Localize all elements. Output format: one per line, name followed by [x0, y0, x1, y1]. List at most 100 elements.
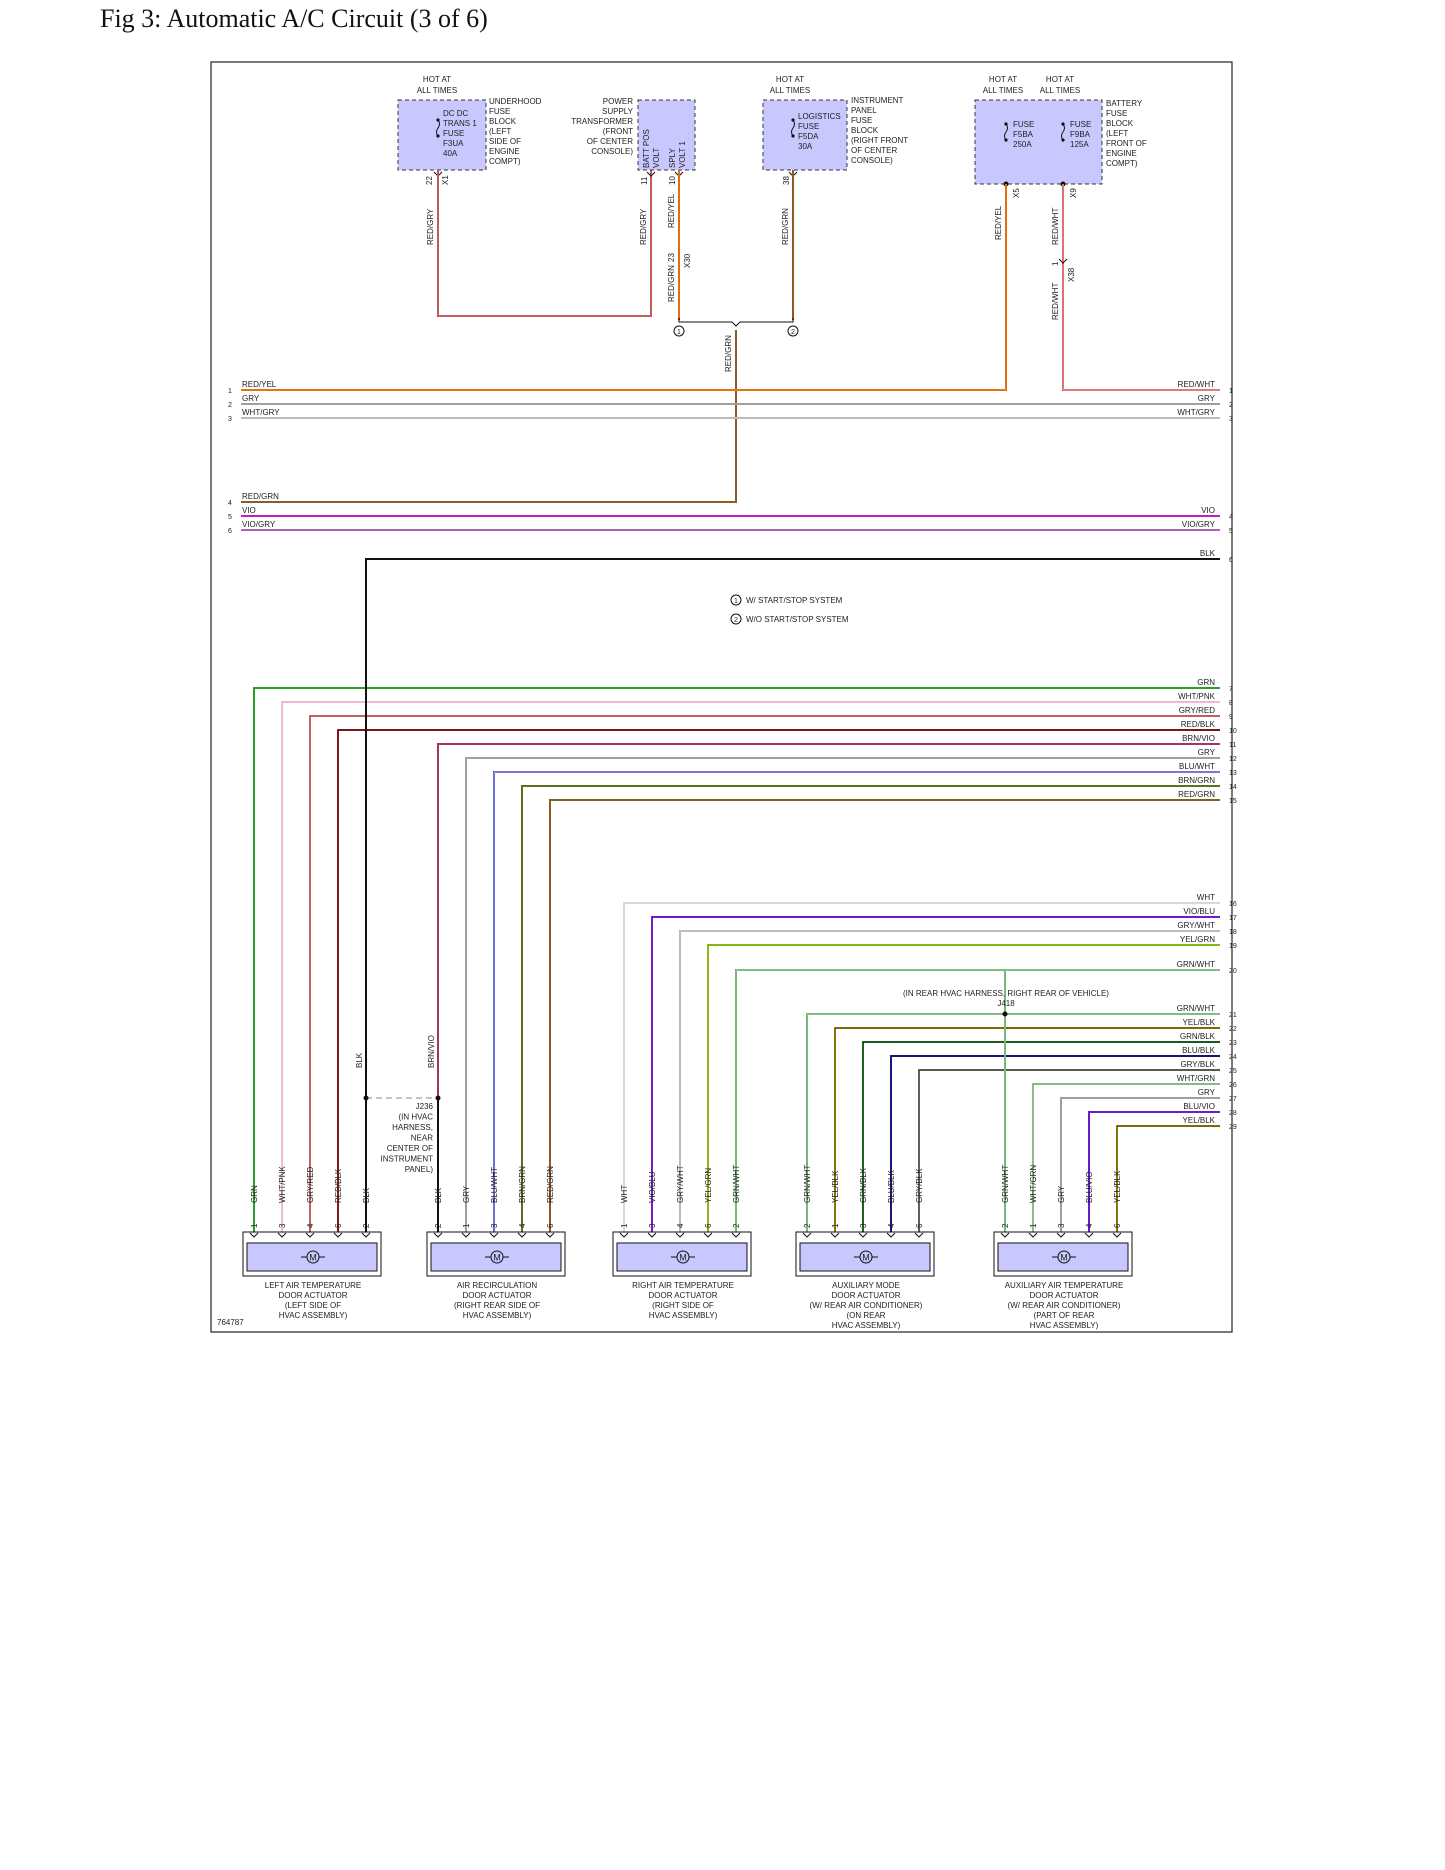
fuse-f3ua-label: F3UA [443, 139, 464, 148]
power-supply-transformer-label: (FRONT [603, 127, 633, 136]
right-row-wire-label: GRY/WHT [1177, 921, 1215, 930]
connector-id: X9 [1069, 188, 1078, 198]
wire-actuator-5-pin-4-stripe [1088, 1111, 1220, 1232]
actuator-connector-pin [731, 1232, 741, 1238]
hot-at-label: HOT AT [423, 75, 451, 84]
figure-id: 764787 [217, 1318, 244, 1327]
actuator-pin-wire-label: GRN/WHT [803, 1165, 812, 1203]
actuator-name-label: HVAC ASSEMBLY) [1030, 1321, 1099, 1330]
right-row-wire-label: GRY/BLK [1180, 1060, 1215, 1069]
actuator-connector-pin [361, 1232, 371, 1238]
right-row-number: 9 [1229, 714, 1233, 721]
wire-actuator-5-pin-6 [1116, 1125, 1220, 1232]
right-row-wire-label: WHT [1197, 893, 1215, 902]
actuator-connector-pin [461, 1232, 471, 1238]
actuator-pin-wire-label: YEL/BLK [1113, 1170, 1122, 1203]
diagram-frame [210, 61, 1233, 1333]
right-row-number: 19 [1229, 943, 1237, 950]
pin-number: 3 [648, 1223, 657, 1228]
hot-at-label: HOT AT [989, 75, 1017, 84]
instrument-panel-fuse-block-label: BLOCK [851, 126, 879, 135]
actuator-connector-pin [647, 1232, 657, 1238]
right-row-wire-label: GRN/BLK [1180, 1032, 1216, 1041]
right-row-number: 16 [1229, 901, 1237, 908]
wire-red-yel-battery-stripe [241, 184, 1007, 391]
actuator-pin-wire-label: BLU/WHT [490, 1167, 499, 1203]
actuator-connector-pin [675, 1232, 685, 1238]
all-times-label: ALL TIMES [1040, 86, 1080, 95]
pin-number: 6 [704, 1223, 713, 1228]
pin-number: 2 [732, 1223, 741, 1228]
power-supply-transformer-label: SUPPLY [602, 107, 634, 116]
right-row-number: 23 [1229, 1040, 1237, 1047]
wire-red-gry-underhood [437, 170, 652, 317]
underhood-fuse-block-label: BLOCK [489, 117, 517, 126]
left-row-wire-label: VIO/GRY [242, 520, 276, 529]
instrument-panel-fuse-block-label: INSTRUMENT [851, 96, 904, 105]
actuator-name-label: DOOR ACTUATOR [1029, 1291, 1098, 1300]
actuator-name-label: (W/ REAR AIR CONDITIONER) [1008, 1301, 1121, 1310]
right-row-number: 27 [1229, 1096, 1237, 1103]
fuse-f9ba-symbol [1061, 123, 1065, 141]
power-supply-pin-label: VOLT [652, 148, 661, 168]
actuator-pin-wire-label: WHT/PNK [278, 1165, 287, 1203]
power-supply-transformer [637, 99, 696, 171]
page-title: Fig 3: Automatic A/C Circuit (3 of 6) [100, 4, 488, 33]
pin-number: 38 [782, 176, 791, 185]
motor-icon-label: M [1060, 1253, 1068, 1263]
wire-label: RED/GRN [781, 208, 790, 245]
right-row-number: 4 [1229, 514, 1233, 521]
actuator-connector-pin [1000, 1232, 1010, 1238]
actuator-connector-pin [249, 1232, 259, 1238]
option-circle-number: 1 [677, 329, 681, 336]
pin-number: 1 [1051, 261, 1060, 266]
wire-actuator-5-pin-4 [1088, 1111, 1220, 1232]
wire-actuator-2-pin-6-stripe [549, 799, 1220, 1232]
actuator-pin-wire-label: RED/BLK [334, 1168, 343, 1203]
right-row-number: 7 [1229, 686, 1233, 693]
pin-number: 2 [434, 1223, 443, 1228]
wire-actuator-3-pin-6-stripe [707, 944, 1220, 1232]
right-row-wire-label: RED/WHT [1178, 380, 1215, 389]
right-row-number: 26 [1229, 1082, 1237, 1089]
right-row-number: 12 [1229, 756, 1237, 763]
actuator-name-label: AUXILIARY MODE [832, 1281, 900, 1290]
motor-icon-label: M [309, 1253, 317, 1263]
actuator-pin-wire-label: BLK [362, 1187, 371, 1203]
instrument-panel-fuse-block-label: (RIGHT FRONT [851, 136, 908, 145]
wire-red-grn-joined-stripe [241, 330, 737, 503]
battery-fuse-block-label: BATTERY [1106, 99, 1143, 108]
note-circle-2 [730, 613, 742, 625]
actuator-connector-pin [858, 1232, 868, 1238]
right-row-wire-label: WHT/GRY [1177, 408, 1215, 417]
left-row-wire-label: RED/GRN [242, 492, 279, 501]
splice-j236-label: J236 [416, 1102, 434, 1111]
underhood-fuse-block-label: SIDE OF [489, 137, 521, 146]
power-supply-transformer-label: POWER [603, 97, 633, 106]
actuator-connector-pin [277, 1232, 287, 1238]
actuator-pin-wire-label: GRN/BLK [859, 1167, 868, 1203]
fuse-f5da-label: LOGISTICS [798, 112, 841, 121]
fuse-f5ba-label: FUSE [1013, 120, 1034, 129]
instrument-panel-fuse-block-label: OF CENTER [851, 146, 897, 155]
wire-red-yel-battery [241, 184, 1007, 391]
actuator-connector-pin [489, 1232, 499, 1238]
pin-number: 2 [1001, 1223, 1010, 1228]
motor-icon-label: M [862, 1253, 870, 1263]
wire-actuator-5-pin-3 [1060, 1097, 1220, 1232]
fuse-f5da-symbol-dot [791, 134, 795, 138]
actuator-connector-pin [305, 1232, 315, 1238]
option-circle-number: 2 [791, 329, 795, 336]
wire-actuator-3-pin-4 [679, 930, 1220, 1232]
actuator-housing [795, 1231, 935, 1277]
underhood-fuse-block-label: FUSE [489, 107, 510, 116]
actuator-housing [612, 1231, 752, 1277]
actuator-connector-pin [703, 1232, 713, 1238]
fuse-f5ba-symbol-dot [1004, 138, 1008, 142]
right-row-wire-label: WHT/PNK [1178, 692, 1216, 701]
left-row-wire-label: RED/YEL [242, 380, 277, 389]
right-row-wire-label: BLU/WHT [1179, 762, 1215, 771]
left-row-number: 6 [228, 528, 232, 535]
underhood-fuse-block-label: UNDERHOOD [489, 97, 542, 106]
connector-id: X38 [1067, 267, 1076, 282]
